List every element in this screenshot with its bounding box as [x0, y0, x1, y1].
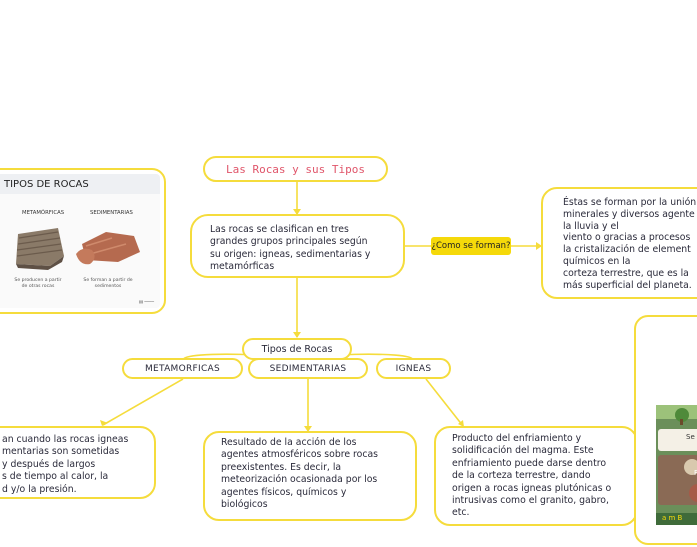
slide-caption-metamorficas: Se producen a partir de otras rocas	[14, 278, 62, 289]
description-metamorficas[interactable]: an cuando las rocas igneas mentarias son…	[0, 426, 156, 499]
types-node[interactable]: Tipos de Rocas	[242, 338, 352, 360]
slide-caption-sedimentarias: Se forman a partir de sedimentos	[83, 278, 133, 289]
rock-types-image-card[interactable]: TIPOS DE ROCAS METAMÓRFICAS SEDIMENTARIA…	[0, 168, 166, 314]
arrow-head-intro	[293, 209, 301, 215]
rock-cycle-illustration	[656, 405, 697, 525]
title-node[interactable]: Las Rocas y sus Tipos	[203, 156, 388, 182]
illustration-label: Se	[686, 433, 695, 441]
question-tag[interactable]: ¿Como se forman?	[431, 237, 511, 255]
arrow-head-metamorficas-desc	[100, 420, 108, 426]
type-label: SEDIMENTARIAS	[269, 363, 347, 374]
arrow-head-sedimentarias-desc	[304, 426, 312, 432]
rock-illustrations	[16, 228, 140, 270]
tree-icon	[675, 408, 689, 422]
types-node-label: Tipos de Rocas	[261, 343, 333, 355]
formation-node[interactable]: Éstas se forman por la unión minerales y…	[541, 187, 697, 299]
slide-title: TIPOS DE ROCAS	[4, 179, 89, 190]
rock-types-slide: TIPOS DE ROCAS METAMÓRFICAS SEDIMENTARIA…	[0, 174, 160, 308]
slide-label-metamorficas: METAMÓRFICAS	[22, 210, 65, 216]
type-label: METAMORFICAS	[144, 363, 221, 374]
type-igneas[interactable]: IGNEAS	[376, 358, 451, 379]
slide-header-bar	[0, 174, 160, 194]
arrow-head-formation	[536, 242, 542, 250]
description-igneas[interactable]: Producto del enfriamiento y solidificaci…	[434, 426, 638, 526]
rock-icon	[689, 484, 697, 502]
arrow-head-igneas-desc	[458, 420, 464, 427]
type-metamorficas[interactable]: METAMORFICAS	[122, 358, 243, 379]
intro-node[interactable]: Las rocas se clasifican en tres grandes …	[190, 214, 405, 278]
arrow-head-types	[293, 332, 301, 338]
rock-cycle-illustration-card[interactable]: Se F a m B	[634, 315, 697, 545]
metamorphic-rock-icon	[16, 228, 64, 270]
page-title: Las Rocas y sus Tipos	[225, 162, 366, 176]
connector-metamorficas-desc	[102, 378, 184, 426]
type-sedimentarias[interactable]: SEDIMENTARIAS	[248, 358, 368, 379]
illustration-label: F	[694, 469, 697, 477]
illustration-label: a m B	[662, 514, 683, 522]
connector-igneas-desc	[425, 378, 464, 427]
sedimentary-rock-icon	[76, 232, 140, 265]
rock-icon	[684, 459, 697, 475]
slide-footer-logo: ▮▮ ━━━━	[138, 299, 154, 304]
description-sedimentarias[interactable]: Resultado de la acción de los agentes at…	[203, 431, 417, 521]
type-label: IGNEAS	[395, 363, 432, 374]
slide-label-sedimentarias: SEDIMENTARIAS	[90, 210, 133, 216]
